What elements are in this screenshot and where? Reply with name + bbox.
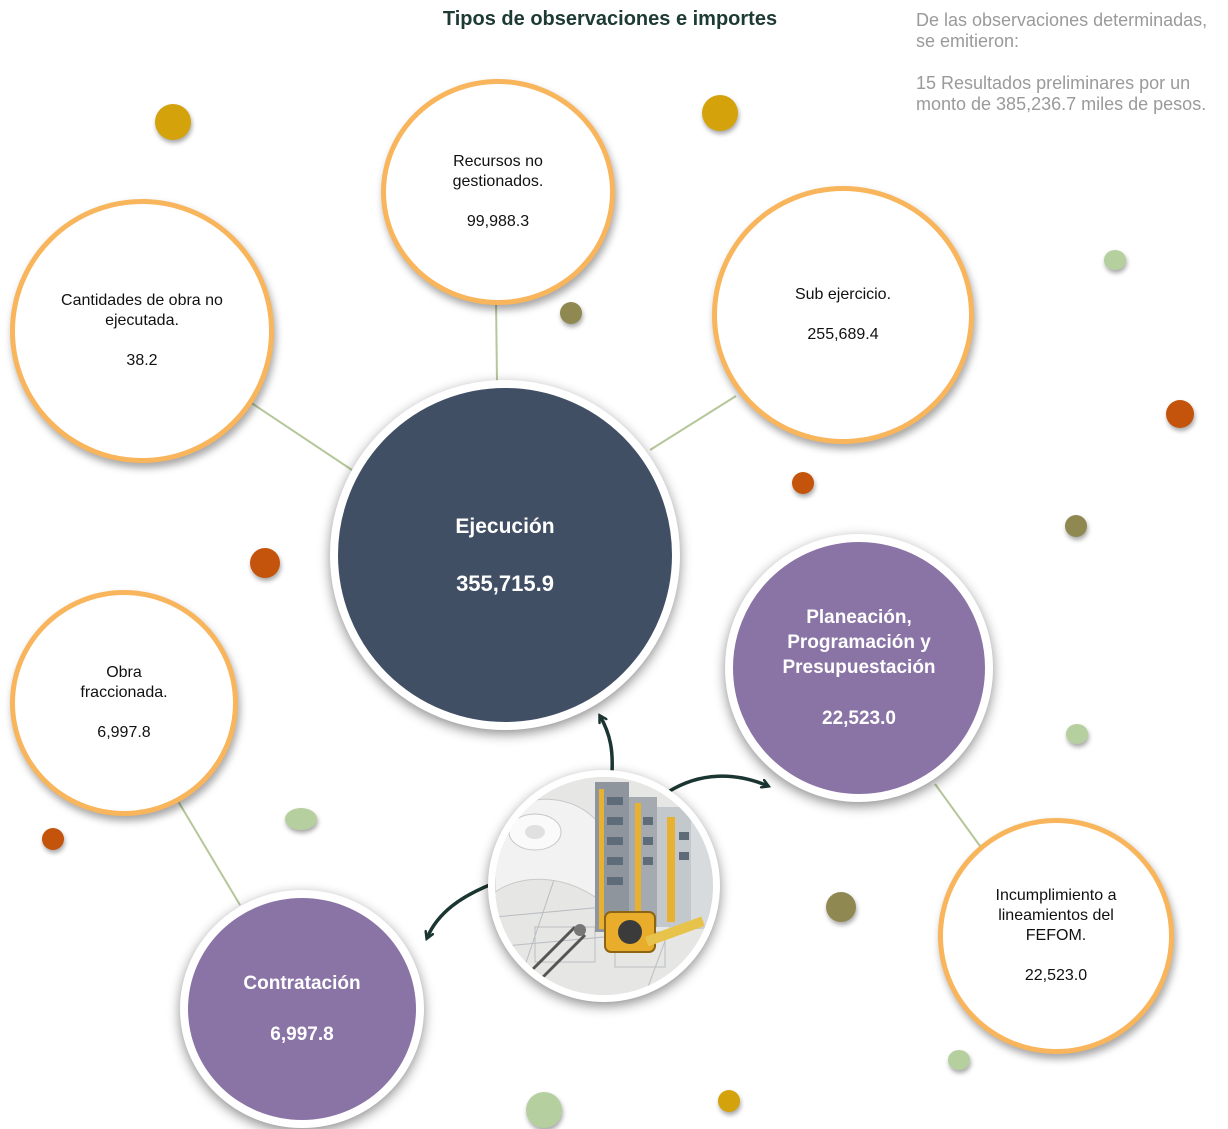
decorative-dot [826,892,856,922]
node-value: 38.2 [126,352,158,369]
node-sub-ejercicio: Sub ejercicio. 255,689.4 [712,186,974,444]
construction-illustration [488,770,720,1002]
node-label: Planeación, Programación y Presupuestaci… [782,607,936,678]
arrow-to-contratacion [427,882,493,938]
node-ejecucion: Ejecución 355,715.9 [330,380,680,730]
node-label: Sub ejercicio. [794,286,892,303]
decorative-dot [42,828,64,850]
node-value: 6,997.8 [270,1024,334,1045]
decorative-dot [718,1090,740,1112]
decorative-dot [250,548,280,578]
node-planeacion: Planeación, Programación y Presupuestaci… [725,534,993,802]
decorative-dot [792,472,814,494]
connector-recursos [495,299,498,383]
summary-line-2: 15 Resultados preliminares por un monto … [916,73,1207,114]
node-label: Obra fraccionada. [80,664,168,701]
node-contratacion: Contratación 6,997.8 [180,890,424,1128]
summary-note: De las observaciones determinadas, se em… [916,10,1226,136]
node-value: 6,997.8 [97,724,151,741]
node-obra-fraccionada: Obra fraccionada. 6,997.8 [10,590,238,816]
decorative-dot [285,808,317,830]
node-label: Cantidades de obra no ejecutada. [61,292,223,329]
node-incumplimiento-fefom: Incumplimiento a lineamientos del FEFOM.… [938,818,1174,1054]
node-label: Incumplimiento a lineamientos del FEFOM. [995,887,1117,944]
node-value: 255,689.4 [807,326,879,343]
decorative-dot [155,104,191,140]
diagram-title: Tipos de observaciones e importes [442,8,778,30]
blueprint-building-icon [495,777,713,995]
node-cantidades-de-obra: Cantidades de obra no ejecutada. 38.2 [10,199,274,463]
decorative-dot [1065,515,1087,537]
decorative-dot [560,302,582,324]
node-value: 22,523.0 [822,708,896,729]
decorative-dot [526,1092,562,1128]
node-value: 22,523.0 [1024,967,1088,984]
decorative-dot [948,1050,970,1070]
arrow-to-planeacion [667,774,768,794]
decorative-dot [1104,250,1126,270]
connector-cantidades [249,401,353,471]
node-label: Recursos no gestionados. [452,153,544,190]
summary-line-1: De las observaciones determinadas, se em… [916,10,1208,51]
decorative-dot [1166,400,1194,428]
connector-obra [174,795,241,906]
node-value: 355,715.9 [456,571,554,596]
node-label: Ejecución [455,515,555,538]
decorative-dot [1066,724,1088,744]
connector-subejercicio [649,395,737,451]
node-label: Contratación [243,973,361,994]
arrow-to-ejecucion [600,716,614,773]
node-value: 99,988.3 [466,213,530,230]
decorative-dot [702,95,738,131]
connector-incumplimiento [934,783,981,847]
node-recursos-no-gestionados: Recursos no gestionados. 99,988.3 [381,79,615,305]
